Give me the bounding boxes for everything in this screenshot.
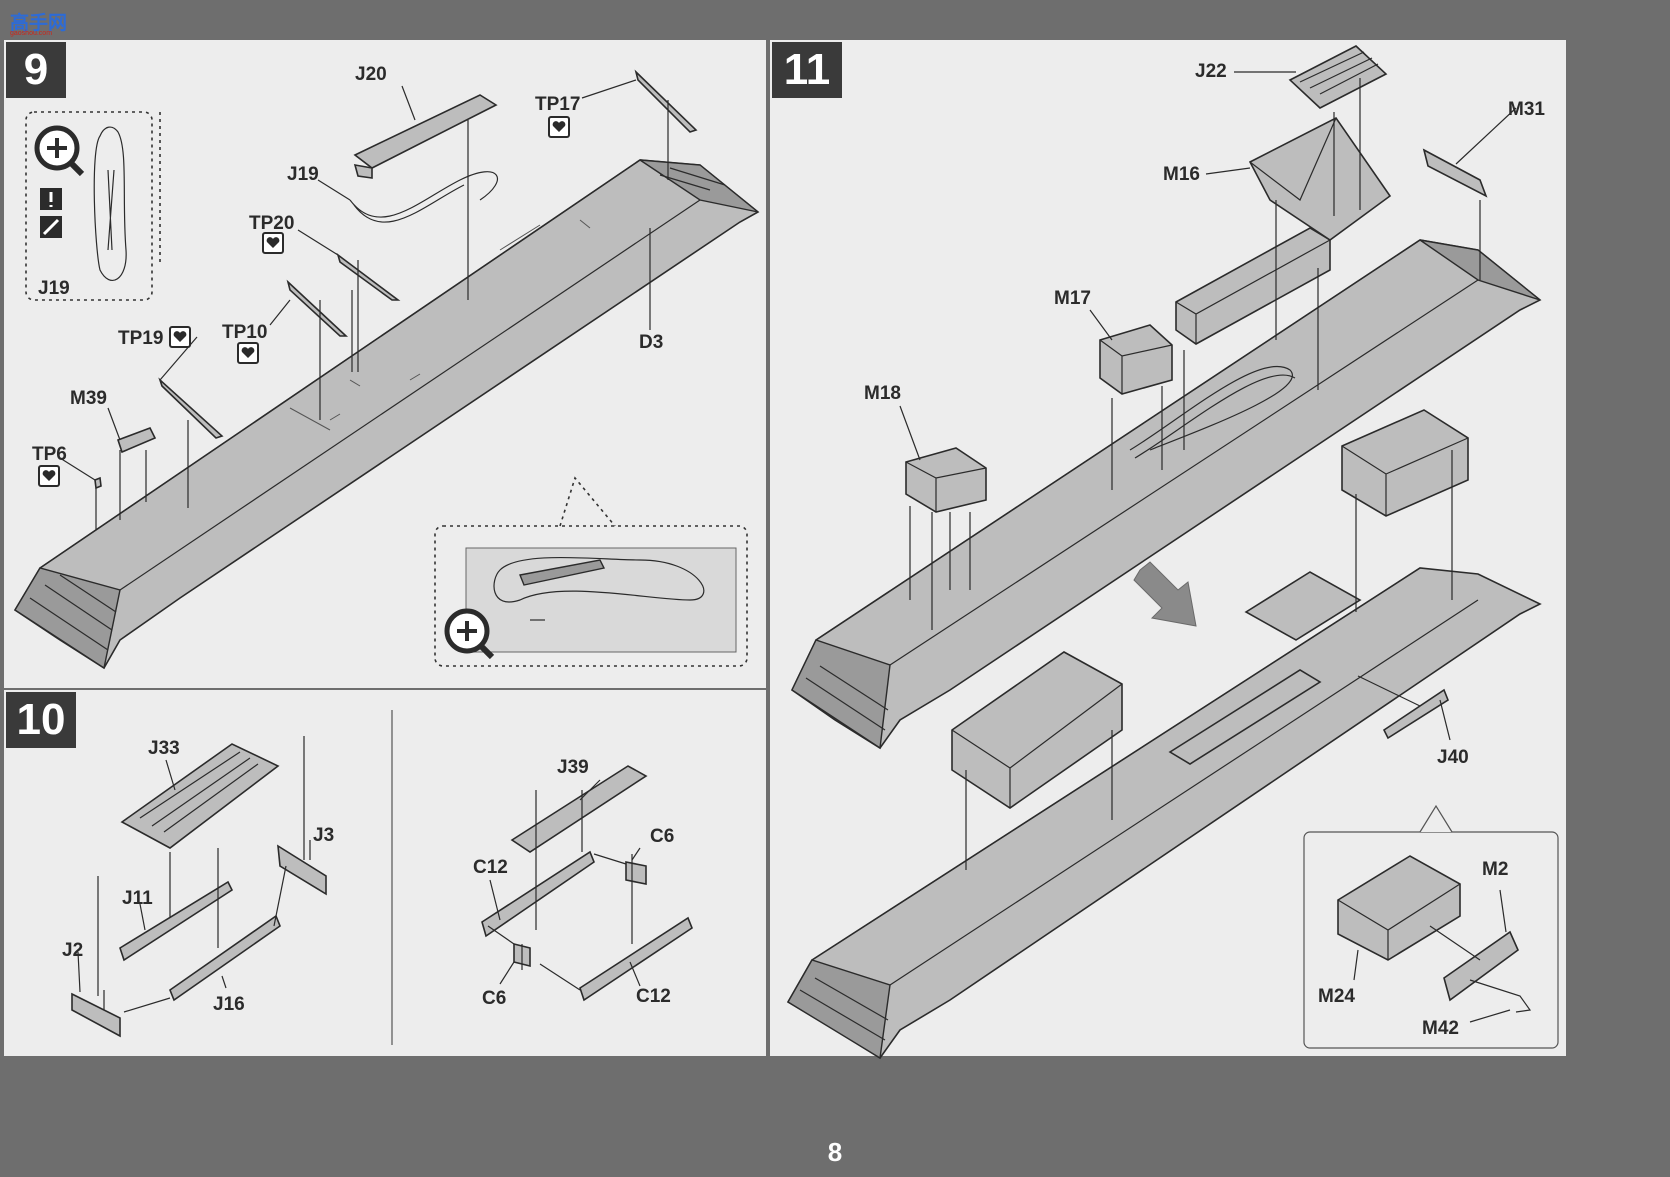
label-tp20: TP20 [249,213,295,234]
label-tp6: TP6 [32,444,67,465]
label-m17: M17 [1054,288,1091,309]
logo-url: gaoshou.com [10,30,53,37]
step9-cable-detail [434,476,748,667]
step-11-number: 11 [772,42,842,98]
label-j20: J20 [355,64,387,85]
step11-m2-detail [1303,804,1559,1049]
label-d3: D3 [639,332,664,353]
step10-left-assembly [71,736,327,1038]
paint-heart-icon [169,326,191,348]
step10-right-assembly [481,765,693,1002]
label-j33: J33 [148,738,180,759]
step-10-number: 10 [6,692,76,748]
step9-j19-detail [25,111,161,301]
label-m16: M16 [1163,164,1200,185]
label-tp17: TP17 [535,94,581,115]
watermark-logo: 高手网 gaoshou.com [4,4,76,38]
logo-text: 高手网 [10,13,68,34]
label-c12-bottom: C12 [636,986,671,1007]
label-c6-bottom: C6 [482,988,507,1009]
label-j16: J16 [213,994,245,1015]
step-9-number: 9 [6,42,66,98]
label-c12-left: C12 [473,857,508,878]
label-m24: M24 [1318,986,1355,1007]
label-j11: J11 [122,888,153,909]
step11-direction-arrow [1133,561,1197,627]
label-m2: M2 [1482,859,1509,880]
label-j2: J2 [62,940,84,961]
label-tp19: TP19 [118,328,164,349]
label-m18: M18 [864,383,901,404]
step9-small-parts [59,69,698,530]
label-j22: J22 [1195,61,1227,82]
label-j19: J19 [287,164,319,185]
paint-heart-icon [548,116,570,138]
label-j39: J39 [557,757,589,778]
page-number: 8 [827,1136,843,1167]
label-j3: J3 [313,825,335,846]
label-m42: M42 [1422,1018,1459,1039]
step11-upper-chassis [790,45,1542,750]
paint-heart-icon [38,465,60,487]
label-m31: M31 [1508,99,1545,120]
label-tp10: TP10 [222,322,268,343]
label-m39: M39 [70,388,107,409]
label-j40: J40 [1437,747,1469,768]
step9-chassis-plate [13,159,760,670]
paint-heart-icon [237,342,259,364]
paint-heart-icon [262,232,284,254]
step11-lower-chassis [786,409,1542,1060]
label-c6-top: C6 [650,826,675,847]
label-j19-detail: J19 [38,278,70,299]
